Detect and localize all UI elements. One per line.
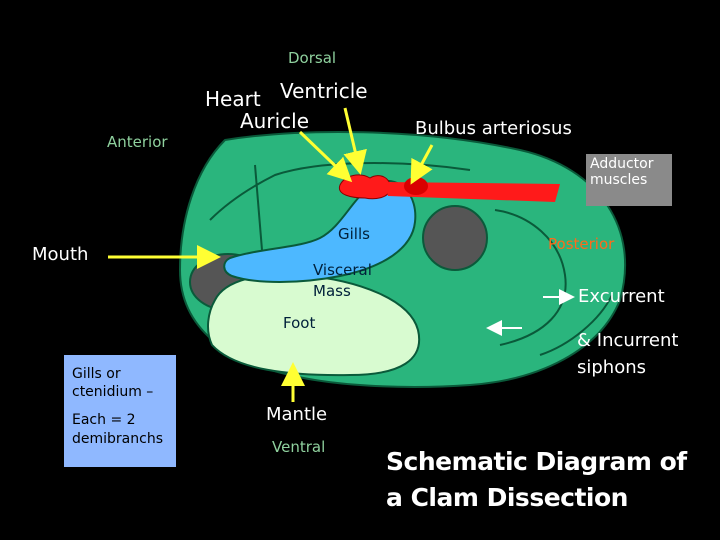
posterior-adductor-muscle xyxy=(422,205,488,271)
visceral-mass-label-line1: Visceral xyxy=(313,261,372,279)
bulbus-arrow xyxy=(410,144,434,185)
bulbus-arteriosus-shape xyxy=(385,182,560,202)
adductor-muscles-label-box: Adductor muscles xyxy=(586,154,672,206)
ventricle-label: Ventricle xyxy=(280,79,368,103)
gills-ctenidium-note-box: Gills or ctenidium – Each = 2 demibranch… xyxy=(64,355,176,467)
mantle-inner-line-4 xyxy=(539,294,613,356)
gills-label: Gills xyxy=(338,225,370,243)
incurrent-label: & Incurrent xyxy=(577,330,679,351)
mantle-inner-line-2 xyxy=(254,164,263,251)
auricle-shape xyxy=(404,177,428,195)
gills-region xyxy=(223,179,417,283)
ventricle-arrow xyxy=(343,107,367,175)
adductor-label-line2: muscles xyxy=(590,172,648,188)
ventral-label: Ventral xyxy=(272,438,326,456)
gills-note-line4: demibranchs xyxy=(72,430,163,447)
slide-title: Schematic Diagram of a Clam Dissection xyxy=(386,444,687,517)
dorsal-label: Dorsal xyxy=(288,49,337,67)
heart-label: Heart xyxy=(205,87,261,111)
adductor-label-line1: Adductor xyxy=(590,156,654,172)
visceral-mass-label-line2: Mass xyxy=(313,282,351,300)
slide-title-line2: a Clam Dissection xyxy=(386,483,628,513)
excurrent-label: Excurrent xyxy=(578,286,665,307)
bulbus-arteriosus-label: Bulbus arteriosus xyxy=(415,118,572,139)
gills-note-line2: ctenidium – xyxy=(72,384,154,401)
anterior-label: Anterior xyxy=(107,133,168,151)
mantle-label: Mantle xyxy=(266,404,328,425)
mantle-inner-line-3 xyxy=(494,209,567,346)
foot-label: Foot xyxy=(283,314,316,332)
auricle-label: Auricle xyxy=(240,109,309,133)
siphons-label: siphons xyxy=(577,357,647,378)
posterior-label: Posterior xyxy=(548,235,615,253)
auricle-arrow xyxy=(298,130,353,183)
gills-note-line3: Each = 2 xyxy=(72,412,136,429)
mouth-label: Mouth xyxy=(32,244,89,265)
gills-note-line1: Gills or xyxy=(72,366,121,382)
slide-title-line1: Schematic Diagram of xyxy=(386,447,687,476)
